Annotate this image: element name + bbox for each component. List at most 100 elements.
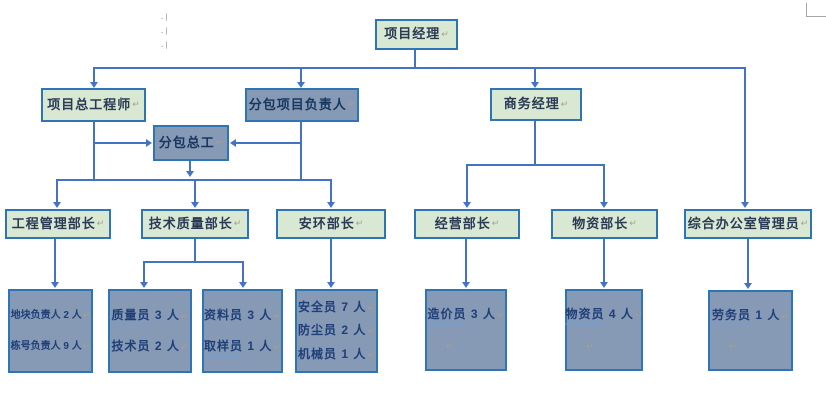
arrowhead-down — [327, 202, 335, 208]
org-node-staff-documents-sampling[interactable]: 资料员 3 人↵ 取样员 1 人↵ — [202, 289, 283, 373]
org-node-dept-engineering[interactable]: 工程管理部长↵ — [5, 209, 111, 239]
staff-line: 地块负责人 2 人↵ — [10, 310, 91, 322]
pilcrow-mark: ↵ — [132, 99, 140, 110]
connector-line — [330, 179, 332, 202]
connector-line — [300, 121, 302, 181]
connector-line — [330, 239, 332, 282]
org-node-staff-plot-leaders[interactable]: 地块负责人 2 人↵ 栋号负责人 9 人↵ — [8, 289, 93, 373]
pilcrow-mark: ↵ — [800, 218, 809, 229]
connector-line — [744, 67, 746, 203]
node-label: 分包项目负责人 — [248, 96, 347, 112]
connector-line — [94, 142, 146, 144]
node-label: 工程管理部长 — [11, 215, 96, 231]
arrowhead-left — [230, 139, 236, 147]
arrowhead-down — [191, 202, 199, 208]
connector-line — [194, 179, 196, 202]
pilcrow-mark: ↵ — [180, 310, 189, 321]
connector-line — [300, 67, 302, 83]
connector-line — [93, 67, 746, 69]
connector-line — [466, 164, 605, 166]
org-node-dept-safety-env[interactable]: 安环部长↵ — [276, 209, 386, 239]
connector-line — [603, 239, 605, 282]
arrowhead-down — [463, 202, 471, 208]
connector-line — [603, 164, 605, 202]
node-label: 经营部长 — [434, 215, 491, 231]
connector-line — [93, 122, 95, 181]
pilcrow-mark: ↵ — [367, 326, 375, 337]
staff-line: 防尘员 2 人↵ — [298, 323, 375, 338]
node-label: 商务经理 — [503, 96, 560, 112]
connector-line — [143, 261, 145, 282]
formatting-marks: .| .| .| — [160, 14, 168, 49]
node-label: 项目总工程师 — [47, 96, 132, 112]
staff-line: 安全员 7 人↵ — [298, 300, 375, 315]
arrowhead-down — [186, 171, 194, 177]
pilcrow-mark: ↵ — [560, 98, 569, 109]
node-label: 安环部长 — [298, 215, 355, 231]
staff-line: 造价员 3 人↵ — [427, 307, 505, 322]
formatting-mark: .| — [160, 27, 169, 35]
org-node-dept-general-office[interactable]: 综合办公室管理员↵ — [684, 209, 812, 239]
pilcrow-mark: ↵ — [634, 310, 643, 321]
connector-line — [414, 50, 416, 68]
arrowhead-down — [297, 82, 305, 88]
pilcrow-mark: ↵ — [441, 28, 449, 39]
staff-line: ↵ — [728, 339, 737, 352]
pilcrow-mark: ↵ — [82, 340, 91, 351]
org-node-staff-cost-estimators[interactable]: 造价员 3 人↵ ↵ — [425, 289, 507, 371]
pilcrow-mark: ↵ — [629, 218, 637, 229]
pilcrow-mark: ↵ — [367, 303, 375, 314]
arrowhead-down — [53, 202, 61, 208]
pilcrow-mark: ↵ — [496, 310, 505, 321]
pilcrow-mark: ↵ — [367, 349, 375, 360]
page-corner-mark — [806, 3, 826, 17]
arrowhead-down — [90, 82, 98, 88]
arrowhead-down — [741, 202, 749, 208]
connector-line — [93, 67, 95, 83]
org-node-staff-quality-tech[interactable]: 质量员 3 人↵ 技术员 2 人↵ — [108, 289, 192, 373]
org-node-project-manager[interactable]: 项目经理↵ — [375, 19, 458, 50]
org-node-dept-operations[interactable]: 经营部长↵ — [414, 209, 520, 239]
org-node-chief-engineer[interactable]: 项目总工程师↵ — [41, 88, 146, 122]
node-label: 分包总工 — [158, 134, 215, 150]
connector-line — [242, 261, 244, 282]
pilcrow-mark: ↵ — [347, 99, 356, 110]
arrowhead-down — [744, 283, 752, 289]
org-node-dept-tech-quality[interactable]: 技术质量部长↵ — [141, 209, 249, 239]
pilcrow-mark: ↵ — [273, 341, 281, 352]
pilcrow-mark: ↵ — [82, 310, 91, 321]
connector-line — [56, 179, 58, 202]
pilcrow-mark: ↵ — [233, 218, 242, 229]
arrowhead-down — [462, 282, 470, 288]
arrowhead-down — [239, 282, 247, 288]
pilcrow-mark: ↵ — [355, 218, 364, 229]
org-node-subcontract-leader[interactable]: 分包项目负责人↵ — [245, 88, 359, 122]
connector-line — [194, 239, 196, 263]
pilcrow-mark: ↵ — [180, 341, 189, 352]
staff-line: 取样员 1 人↵ — [204, 338, 281, 353]
staff-line: 劳务员 1 人↵ — [712, 307, 789, 322]
staff-line: 质量员 3 人↵ — [111, 307, 189, 322]
org-node-staff-safety-dust-machinery[interactable]: 安全员 7 人↵ 防尘员 2 人↵ 机械员 1 人↵ — [295, 289, 378, 373]
arrowhead-down — [531, 82, 539, 88]
org-node-subcontract-chief[interactable]: 分包总工↵ — [153, 125, 229, 161]
pilcrow-mark: ↵ — [273, 310, 281, 321]
org-node-staff-labor-clerks[interactable]: 劳务员 1 人↵ ↵ — [708, 290, 793, 371]
formatting-mark: .| — [160, 13, 169, 21]
org-node-business-manager[interactable]: 商务经理↵ — [490, 88, 582, 121]
connector-line — [747, 239, 749, 283]
staff-line: 机械员 1 人↵ — [298, 346, 375, 361]
node-label: 综合办公室管理员 — [687, 215, 800, 231]
arrowhead-down — [327, 282, 335, 288]
pilcrow-mark: ↵ — [781, 310, 789, 321]
staff-line: ↵ — [585, 339, 594, 352]
org-node-dept-materials[interactable]: 物资部长↵ — [551, 209, 658, 239]
pilcrow-mark: ↵ — [491, 218, 500, 229]
connector-line — [189, 161, 191, 172]
connector-line — [143, 261, 244, 263]
pilcrow-mark: ↵ — [96, 218, 105, 229]
arrowhead-right — [146, 139, 152, 147]
org-node-staff-materials-clerks[interactable]: 物资员 4 人↵ ↵ — [565, 289, 643, 371]
pilcrow-mark: ↵ — [586, 340, 594, 351]
